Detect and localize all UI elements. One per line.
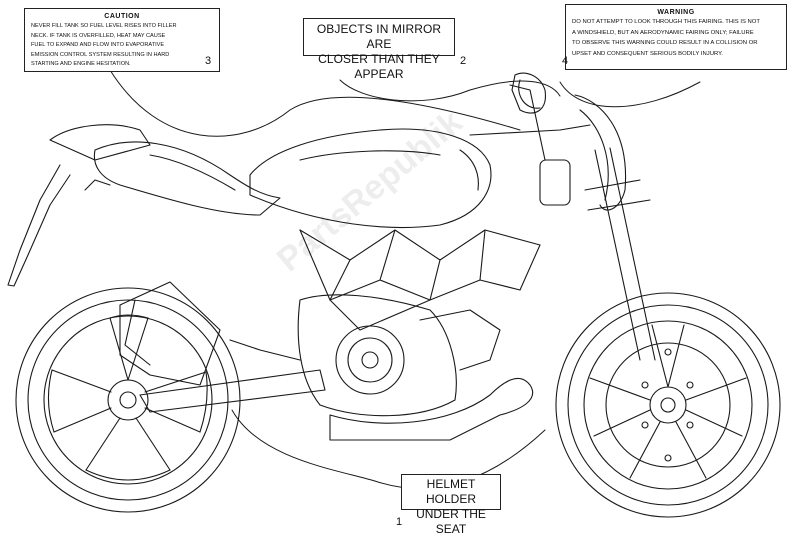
warning-line: A WINDSHIELD, BUT AN AERODYNAMIC FAIRING…	[572, 29, 754, 36]
warning-title: WARNING	[657, 9, 695, 16]
seat	[93, 141, 281, 216]
callout-number-3: 3	[205, 55, 212, 67]
mirror-label: OBJECTS IN MIRROR ARE CLOSER THAN THEY A…	[303, 18, 455, 81]
mirror-line: OBJECTS IN MIRROR ARE	[316, 22, 442, 51]
rear-wheel	[15, 287, 241, 513]
warning-text: DO NOT ATTEMPT TO LOOK THROUGH THIS FAIR…	[572, 17, 782, 59]
callout-number-1: 1	[396, 516, 403, 528]
helmet-line: UNDER THE SEAT	[416, 507, 486, 536]
front-fork	[469, 79, 656, 361]
callout-number-4: 4	[562, 55, 569, 67]
caution-label: CAUTION NEVER FILL TANK SO FUEL LEVEL RI…	[24, 8, 220, 72]
exhaust-pipe	[329, 377, 533, 441]
warning-line: UPSET AND CONSEQUENT SERIOUS BODILY INJU…	[572, 50, 723, 57]
caution-line: STARTING AND ENGINE HESITATION.	[31, 61, 131, 68]
callout-curve-4	[559, 81, 701, 108]
caution-line: FUEL TO EXPAND AND FLOW INTO EVAPORATIVE	[31, 42, 165, 49]
warning-label: WARNING DO NOT ATTEMPT TO LOOK THROUGH T…	[565, 4, 787, 70]
callout-curve-3	[109, 69, 521, 137]
engine	[229, 294, 501, 417]
caution-title: CAUTION	[104, 13, 140, 20]
tail-section	[49, 124, 151, 161]
callout-curve-1	[231, 409, 546, 490]
front-wheel	[555, 292, 781, 518]
fuel-tank	[249, 128, 492, 228]
caution-line: NECK. IF TANK IS OVERFILLED, HEAT MAY CA…	[31, 32, 166, 39]
callout-number-2: 2	[460, 55, 467, 67]
caution-text: NEVER FILL TANK SO FUEL LEVEL RISES INTO…	[31, 22, 213, 70]
callout-curve-2	[339, 79, 561, 102]
caution-line: EMISSION CONTROL SYSTEM RESULTING IN HAR…	[31, 51, 170, 58]
warning-line: TO OBSERVE THIS WARNING COULD RESULT IN …	[572, 40, 758, 46]
warning-line: DO NOT ATTEMPT TO LOOK THROUGH THIS FAIR…	[572, 19, 760, 25]
exhaust-silencer	[119, 281, 221, 386]
swingarm	[139, 369, 326, 413]
helmet-label: HELMET HOLDER UNDER THE SEAT	[401, 474, 501, 536]
trellis-frame	[299, 229, 541, 331]
mirror	[511, 72, 546, 114]
caution-line: NEVER FILL TANK SO FUEL LEVEL RISES INTO…	[31, 23, 177, 29]
helmet-line: HELMET HOLDER	[425, 477, 476, 506]
mirror-line: CLOSER THAN THEY APPEAR	[318, 52, 440, 81]
